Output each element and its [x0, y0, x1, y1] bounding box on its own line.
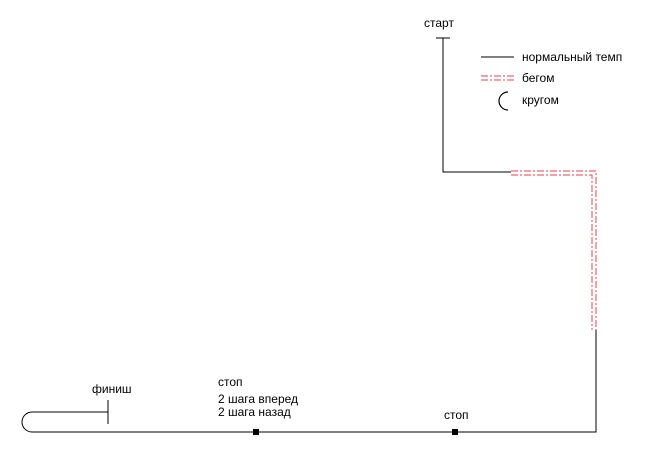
stop-label-right: стоп [444, 408, 469, 422]
stop-marker-left [253, 429, 259, 435]
legend-run-label: бегом [522, 71, 555, 85]
steps-back-label: 2 шага назад [218, 405, 291, 419]
steps-forward-label: 2 шага вперед [218, 392, 299, 406]
start-label: старт [424, 16, 454, 30]
legend-circle-label: кругом [522, 93, 559, 107]
stop-label-left: стоп [218, 375, 243, 389]
legend-run-symbol [481, 75, 515, 81]
finish-label: финиш [92, 382, 132, 396]
stop-marker-right [452, 429, 458, 435]
path-normal-finish [32, 330, 597, 433]
turnaround-loop [21, 411, 108, 433]
legend-circle-symbol [498, 91, 509, 111]
path-normal-start [442, 38, 511, 173]
legend-normal-label: нормальный темп [522, 50, 623, 64]
path-running-segment [511, 170, 597, 330]
